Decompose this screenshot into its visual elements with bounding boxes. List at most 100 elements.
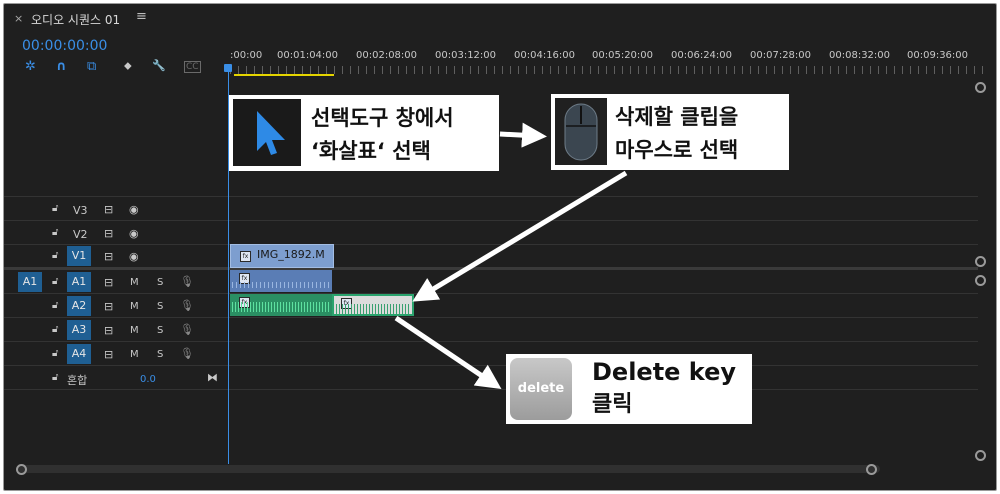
track-target-a1[interactable]: A1 xyxy=(67,272,91,292)
playhead-timecode[interactable]: 00:00:00:00 xyxy=(22,38,108,54)
lock-icon[interactable]: 🔓︎ xyxy=(52,300,59,311)
lock-icon[interactable]: 🔓︎ xyxy=(52,227,59,238)
mute-button[interactable]: M xyxy=(130,325,139,336)
arrow-to-delete xyxy=(394,315,502,390)
solo-button[interactable]: S xyxy=(157,349,164,360)
waveform xyxy=(232,302,330,312)
track-target-a2[interactable]: A2 xyxy=(67,296,91,316)
lock-icon[interactable]: 🔓︎ xyxy=(52,203,59,214)
mic-icon[interactable]: 🎙︎ xyxy=(180,323,194,336)
sync-lock-icon[interactable]: ⊟ xyxy=(104,276,114,289)
video-audio-divider[interactable] xyxy=(4,267,978,270)
fx-badge: fx xyxy=(240,251,251,262)
audio-clip-a2[interactable]: fx xyxy=(230,294,332,316)
mouse-image xyxy=(555,98,607,165)
sync-lock-icon[interactable]: ⊟ xyxy=(104,227,114,240)
sync-lock-icon[interactable]: ⊟ xyxy=(104,300,114,313)
arrow-cursor-icon xyxy=(257,111,285,155)
divider xyxy=(4,196,978,197)
solo-button[interactable]: S xyxy=(157,277,164,288)
divider xyxy=(4,389,978,390)
track-row-a1: A1 🔓︎ A1 ⊟ M S 🎙︎ xyxy=(4,271,978,294)
marker-icon[interactable]: ⬥ xyxy=(124,59,132,72)
clip-name: IMG_1892.M xyxy=(257,248,325,261)
sequence-tab-title[interactable]: 오디오 시퀀스 01 xyxy=(31,13,121,27)
mix-track-label: 혼합 xyxy=(67,374,88,387)
horizontal-scrollbar[interactable] xyxy=(18,465,880,473)
vertical-scroll-handle[interactable] xyxy=(975,275,986,286)
track-target-a4[interactable]: A4 xyxy=(67,344,91,364)
track-target-a3[interactable]: A3 xyxy=(67,320,91,340)
vertical-scroll-handle[interactable] xyxy=(975,256,986,267)
lock-icon[interactable]: 🔓︎ xyxy=(52,324,59,335)
vertical-scroll-handle[interactable] xyxy=(975,450,986,461)
sync-lock-icon[interactable]: ⊟ xyxy=(104,203,114,216)
track-row-mix: 🔓︎ 혼합 0.0 ⧓ xyxy=(4,367,978,390)
callout-select-line2: ‘화살표‘ 선택 xyxy=(311,139,431,163)
divider xyxy=(4,317,978,318)
mute-button[interactable]: M xyxy=(130,349,139,360)
ruler-label: 00:06:24:00 xyxy=(671,50,733,61)
ruler-label: :00:00 xyxy=(230,50,263,61)
ruler-label: 00:07:28:00 xyxy=(750,50,812,61)
track-row-a4: 🔓︎ A4 ⊟ M S 🎙︎ xyxy=(4,343,978,366)
track-row-a2: 🔓︎ A2 ⊟ M S 🎙︎ xyxy=(4,295,978,318)
playhead-handle[interactable] xyxy=(224,64,232,72)
callout-select-tool: 선택도구 창에서 ‘화살표‘ 선택 xyxy=(229,95,499,171)
linked-selection-icon[interactable]: ⧉ xyxy=(87,59,97,74)
track-row-v3: 🔓︎ V3 ⊟ ◉ xyxy=(4,198,978,221)
ruler-ticks xyxy=(230,66,990,74)
eye-icon[interactable]: ◉ xyxy=(129,250,139,263)
scroll-zoom-handle-left[interactable] xyxy=(16,464,27,475)
ruler-label: 00:05:20:00 xyxy=(592,50,654,61)
scroll-zoom-handle-right[interactable] xyxy=(866,464,877,475)
mic-icon[interactable]: 🎙︎ xyxy=(180,347,194,360)
lock-icon[interactable]: 🔓︎ xyxy=(52,250,59,261)
time-ruler[interactable]: :00:00 00:01:04:00 00:02:08:00 00:03:12:… xyxy=(230,50,996,64)
lock-icon[interactable]: 🔓︎ xyxy=(52,276,59,287)
work-area-bar xyxy=(234,74,334,76)
divider xyxy=(4,293,978,294)
mic-icon[interactable]: 🎙︎ xyxy=(180,299,194,312)
eye-icon[interactable]: ◉ xyxy=(129,227,139,240)
magnet-icon[interactable]: ∩ xyxy=(56,59,67,74)
callout-mouse-line1: 삭제할 클립을 xyxy=(615,105,739,129)
arrow-to-clip xyxy=(412,170,628,302)
delete-key-image: delete xyxy=(510,358,572,420)
source-patch-a1[interactable]: A1 xyxy=(18,272,42,292)
arrow-to-mouse xyxy=(499,122,547,148)
captions-icon[interactable]: CC xyxy=(184,61,201,73)
mute-button[interactable]: M xyxy=(130,301,139,312)
wrench-icon[interactable]: 🔧 xyxy=(152,59,166,72)
mute-button[interactable]: M xyxy=(130,277,139,288)
expand-icon[interactable]: ⧓ xyxy=(207,371,218,384)
track-row-a3: 🔓︎ A3 ⊟ M S 🎙︎ xyxy=(4,319,978,342)
playhead[interactable] xyxy=(228,66,229,464)
close-tab-icon[interactable]: × xyxy=(14,12,24,25)
vertical-scroll-handle[interactable] xyxy=(975,82,986,93)
mouse-icon xyxy=(564,103,598,161)
snap-icon[interactable]: ✲ xyxy=(25,59,36,74)
panel-menu-icon[interactable]: ≡ xyxy=(136,9,147,24)
track-target-v1[interactable]: V1 xyxy=(67,246,91,266)
sync-lock-icon[interactable]: ⊟ xyxy=(104,324,114,337)
video-clip[interactable]: fx IMG_1892.M xyxy=(230,244,334,268)
mix-volume-value[interactable]: 0.0 xyxy=(140,374,156,385)
ruler-label: 00:04:16:00 xyxy=(514,50,576,61)
solo-button[interactable]: S xyxy=(157,301,164,312)
lock-icon[interactable]: 🔓︎ xyxy=(52,372,59,383)
eye-icon[interactable]: ◉ xyxy=(129,203,139,216)
sync-lock-icon[interactable]: ⊟ xyxy=(104,348,114,361)
ruler-label: 00:01:04:00 xyxy=(277,50,339,61)
selection-tool-image xyxy=(233,99,301,166)
solo-button[interactable]: S xyxy=(157,325,164,336)
mic-icon[interactable]: 🎙︎ xyxy=(180,275,194,288)
audio-clip-a1[interactable]: fx xyxy=(230,270,332,292)
lock-icon[interactable]: 🔓︎ xyxy=(52,348,59,359)
track-name[interactable]: V2 xyxy=(73,228,88,241)
sync-lock-icon[interactable]: ⊟ xyxy=(104,250,114,263)
track-name[interactable]: V3 xyxy=(73,204,88,217)
divider xyxy=(4,220,978,221)
selected-audio-clip[interactable]: fx xyxy=(332,294,414,316)
